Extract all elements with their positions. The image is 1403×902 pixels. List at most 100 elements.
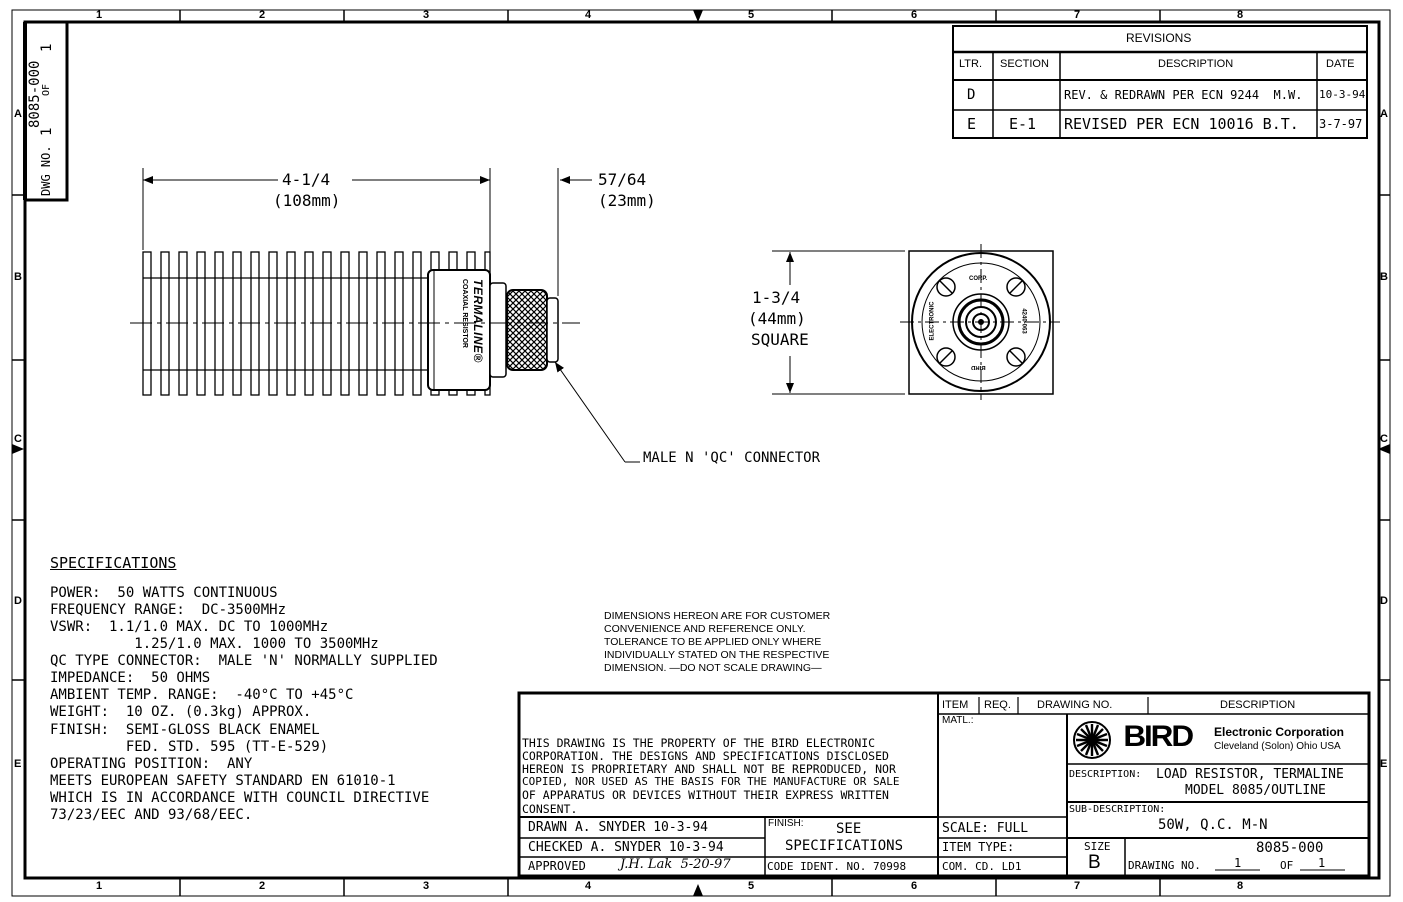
com-cd: COM. CD. LD1 bbox=[942, 860, 1022, 873]
zone-bottom-1: 1 bbox=[96, 880, 103, 892]
connector-tip bbox=[546, 297, 559, 363]
spec-line: POWER: 50 WATTS CONTINUOUS bbox=[50, 585, 278, 601]
connector-base bbox=[489, 282, 507, 378]
zone-right-a: A bbox=[1380, 108, 1388, 120]
spec-line: WEIGHT: 10 OZ. (0.3kg) APPROX. bbox=[50, 704, 312, 720]
zone-top-2: 2 bbox=[259, 9, 266, 21]
scale: SCALE: FULL bbox=[942, 821, 1029, 836]
rev-d-description: REV. & REDRAWN PER ECN 9244 M.W. bbox=[1064, 88, 1303, 102]
zone-bottom-2: 2 bbox=[259, 880, 266, 892]
rev-header-section: SECTION bbox=[1000, 58, 1049, 70]
drawn-by: DRAWN A. SNYDER 10-3-94 bbox=[528, 820, 709, 835]
dim-length: 4-1/4 bbox=[282, 170, 331, 189]
specifications-title: SPECIFICATIONS bbox=[50, 554, 177, 572]
description-line2: MODEL 8085/OUTLINE bbox=[1185, 783, 1326, 798]
property-line: COPIED, NOR USED AS THE BASIS FOR THE MA… bbox=[522, 775, 900, 788]
end-label-top: CORP. bbox=[969, 276, 988, 282]
subdescription-label: SUB-DESCRIPTION: bbox=[1069, 804, 1166, 815]
zone-top-8: 8 bbox=[1237, 9, 1244, 21]
zone-left-d: D bbox=[14, 595, 22, 607]
item-header-description: DESCRIPTION bbox=[1220, 699, 1296, 711]
inner-border bbox=[23, 20, 1381, 880]
rev-header-date: DATE bbox=[1326, 58, 1355, 70]
dwg-of: 1 bbox=[39, 43, 55, 52]
spec-line: AMBIENT TEMP. RANGE: -40°C TO +45°C bbox=[50, 687, 354, 703]
dim-square-label: SQUARE bbox=[751, 330, 809, 349]
spec-line: WHICH IS IN ACCORDANCE WITH COUNCIL DIRE… bbox=[50, 790, 430, 806]
center-arrow-bottom bbox=[693, 884, 703, 896]
tolerance-line: CONVENIENCE AND REFERENCE ONLY. bbox=[604, 623, 806, 635]
property-line: THIS DRAWING IS THE PROPERTY OF THE BIRD… bbox=[522, 736, 876, 750]
end-label-bottom: BIRD bbox=[971, 364, 986, 370]
spec-line: IMPEDANCE: 50 OHMS bbox=[50, 670, 211, 686]
company-location: Cleveland (Solon) Ohio USA bbox=[1214, 741, 1341, 752]
zone-top-1: 1 bbox=[96, 9, 103, 21]
subdescription: 50W, Q.C. M-N bbox=[1158, 817, 1268, 833]
zone-right-d: D bbox=[1380, 595, 1388, 607]
matl-label: MATL.: bbox=[942, 715, 974, 726]
finish-value: SEE bbox=[836, 821, 862, 837]
zone-top-4: 4 bbox=[585, 9, 592, 21]
property-line: OF APPARATUS OR DEVICES WITHOUT THEIR EX… bbox=[522, 788, 889, 802]
zone-right-b: B bbox=[1380, 271, 1388, 283]
rev-d-date: 10-3-94 bbox=[1319, 88, 1366, 101]
tolerance-line: DIMENSIONS HEREON ARE FOR CUSTOMER bbox=[604, 610, 831, 622]
dwg-number: 8085-000 bbox=[27, 60, 43, 128]
connector-callout: MALE N 'QC' CONNECTOR bbox=[643, 450, 821, 466]
spec-line: 73/23/EEC AND 93/68/EEC. bbox=[50, 807, 253, 823]
property-line: CORPORATION. THE DESIGNS AND SPECIFICATI… bbox=[522, 749, 889, 763]
zone-bottom-6: 6 bbox=[911, 880, 918, 892]
sheet-of: 1 bbox=[1318, 856, 1326, 870]
spec-line: QC TYPE CONNECTOR: MALE 'N' NORMALLY SUP… bbox=[50, 653, 438, 669]
zone-bottom-5: 5 bbox=[748, 880, 755, 892]
zone-top-5: 5 bbox=[748, 9, 755, 21]
zone-ticks bbox=[12, 10, 1390, 896]
zone-left-c: C bbox=[14, 433, 22, 445]
property-line: HEREON IS PROPRIETARY AND SHALL NOT BE R… bbox=[522, 762, 896, 776]
dwg-sheet: 1 bbox=[39, 127, 55, 136]
item-header-req: REQ. bbox=[984, 699, 1011, 711]
checked-by: CHECKED A. SNYDER 10-3-94 bbox=[528, 840, 724, 855]
dim-connector: 57/64 bbox=[598, 170, 647, 189]
end-label-left: ELECTRONIC bbox=[929, 301, 936, 341]
item-type: ITEM TYPE: bbox=[942, 840, 1015, 854]
revisions-title: REVISIONS bbox=[1126, 31, 1192, 45]
zone-bottom-3: 3 bbox=[423, 880, 430, 892]
coaxial-resistor-text: COAXIAL RESISTOR bbox=[461, 279, 468, 348]
spec-line: MEETS EUROPEAN SAFETY STANDARD EN 61010-… bbox=[50, 773, 396, 789]
company-name: Electronic Corporation bbox=[1214, 725, 1345, 739]
termaline-text: TERMALINE® bbox=[471, 279, 485, 363]
dwg-number-block: DWG NO. 1 OF 1 8085-000 bbox=[26, 22, 66, 198]
tolerance-line: DIMENSION. —DO NOT SCALE DRAWING— bbox=[604, 662, 822, 674]
drawing-no-label: DRAWING NO. bbox=[1128, 859, 1201, 872]
tolerance-line: INDIVIDUALLY STATED ON THE RESPECTIVE bbox=[604, 649, 830, 661]
dim-square: 1-3/4 bbox=[752, 288, 801, 307]
body-label: TERMALINE® COAXIAL RESISTOR bbox=[446, 279, 486, 379]
rev-header-ltr: LTR. bbox=[959, 58, 983, 70]
finish-label: FINISH: bbox=[768, 818, 804, 829]
sheet-of-label: OF bbox=[1280, 859, 1294, 872]
property-line: CONSENT. bbox=[522, 802, 578, 816]
dim-square-mm: (44mm) bbox=[748, 309, 806, 328]
finish-value-specs: SPECIFICATIONS bbox=[785, 838, 904, 854]
zone-right-e: E bbox=[1380, 758, 1388, 770]
rev-e-description: REVISED PER ECN 10016 B.T. bbox=[1064, 115, 1299, 133]
knurled-nut bbox=[506, 289, 548, 371]
center-arrow-top bbox=[693, 10, 703, 22]
dim-length-mm: (108mm) bbox=[273, 191, 341, 210]
revisions-table-lines bbox=[952, 25, 1368, 139]
spec-line: FINISH: SEMI-GLOSS BLACK ENAMEL bbox=[50, 722, 320, 738]
zone-left-a: A bbox=[14, 108, 22, 120]
drawing-number: 8085-000 bbox=[1256, 840, 1324, 856]
bird-logo-burst bbox=[1073, 721, 1111, 759]
rev-e-date: 3-7-97 bbox=[1319, 117, 1363, 131]
zone-left-e: E bbox=[14, 758, 22, 770]
zone-left-b: B bbox=[14, 271, 22, 283]
item-header-item: ITEM bbox=[942, 699, 969, 711]
rev-d-ltr: D bbox=[967, 87, 976, 103]
center-arrow-left bbox=[12, 444, 24, 454]
zone-top-3: 3 bbox=[423, 9, 430, 21]
sheet-number: 1 bbox=[1234, 856, 1242, 870]
rev-e-section: E-1 bbox=[1009, 115, 1037, 133]
